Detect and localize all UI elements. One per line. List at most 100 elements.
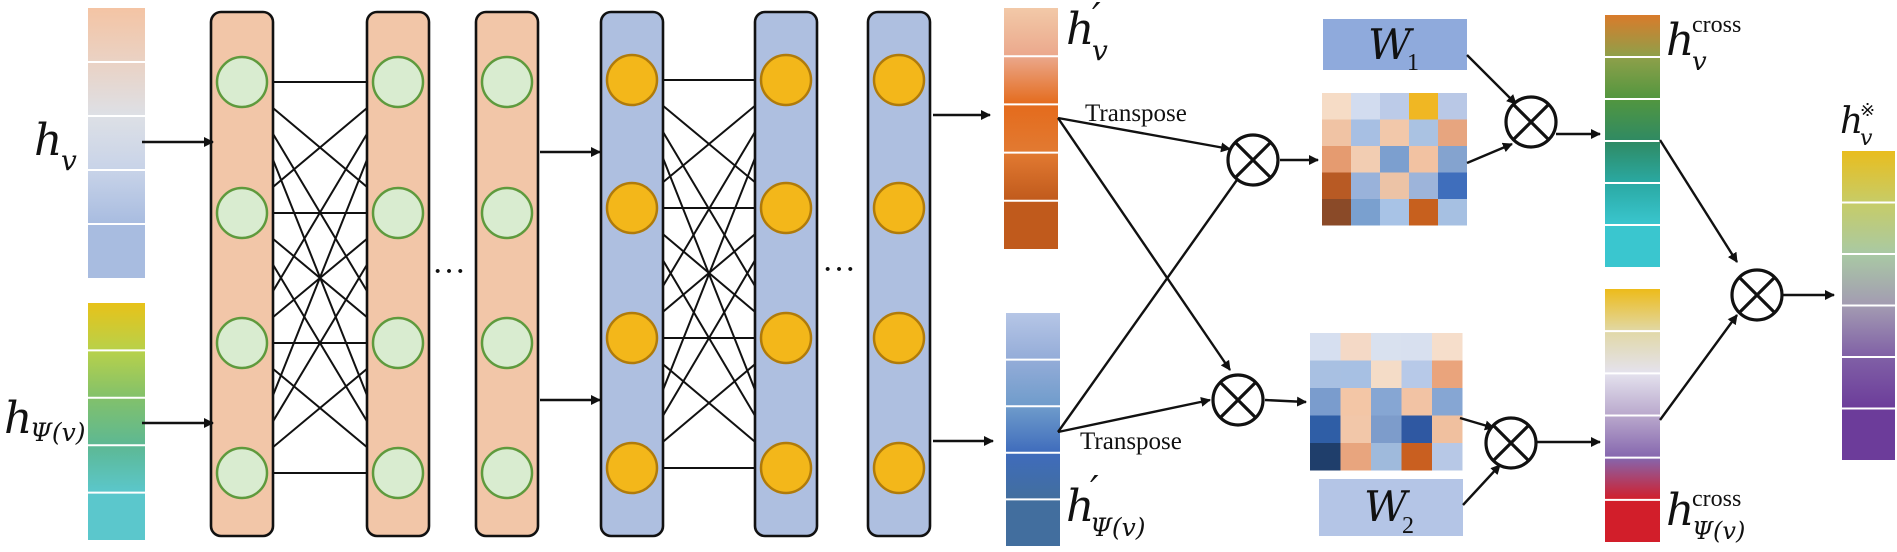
matrix-top-cell-1-2 (1380, 119, 1409, 146)
label-w2-base: W (1364, 482, 1411, 531)
arrow-w1-to-otimes (1466, 54, 1517, 105)
vector-h-psi-cross-cell-4 (1605, 415, 1660, 458)
arrow-hv-cross-to-final (1658, 139, 1739, 263)
vector-h-v-final-cell-1 (1842, 151, 1895, 203)
orange-layer-1-node-2 (215, 186, 269, 240)
matrix-top-cell-1-1 (1351, 119, 1380, 146)
w1-box (1323, 19, 1467, 70)
matrix-bottom-cell-4-0 (1310, 443, 1341, 471)
matrix-top-cell-0-3 (1409, 93, 1438, 120)
blue-layer-1 (599, 10, 665, 538)
label-h-v-final: h ※ v (1840, 100, 1875, 151)
blue-layer-3-node-3 (872, 311, 926, 365)
vector-h-psi-cross (1605, 289, 1660, 542)
vector-h-v-cross-cell-5 (1605, 183, 1660, 225)
orange-layer-3-node-3 (480, 316, 534, 370)
vector-h-v-prime-cell-2 (1004, 56, 1058, 105)
vector-h-v-prime-cell-1 (1004, 8, 1058, 57)
matrix-bottom-cell-4-2 (1371, 443, 1402, 471)
matrix-bottom-cell-4-1 (1340, 443, 1371, 471)
matrix-bottom-cell-0-1 (1340, 333, 1371, 361)
vector-h-v-prime (1004, 8, 1058, 249)
arrow-matrix-bottom-to-otimes (1459, 416, 1495, 431)
orange-layer-3 (474, 10, 540, 538)
vector-h-psi-prime (1006, 313, 1060, 546)
arrow-transpose-bottom (1057, 396, 1211, 434)
vector-h-psi-cross-cell-2 (1605, 331, 1660, 374)
blue-layer-1-node-3 (605, 311, 659, 365)
matrix-top-cell-2-0 (1322, 146, 1351, 173)
label-transpose-bottom: Transpose (1080, 428, 1182, 455)
vector-h-psi-cross-cell-6 (1605, 499, 1660, 542)
orange-layer-2-node-2 (371, 186, 425, 240)
vector-h-psi-prime-cell-4 (1006, 452, 1060, 500)
vector-h-psi-cross-cell-1 (1605, 289, 1660, 332)
matrix-top-cell-0-0 (1322, 93, 1351, 120)
matrix-top (1322, 93, 1467, 226)
vector-h-psi-cross-cell-3 (1605, 373, 1660, 416)
matrix-bottom-cell-3-0 (1310, 415, 1341, 443)
label-h-v-base: h (34, 115, 62, 166)
vector-h-v-cross-cell-3 (1605, 99, 1660, 141)
label-h-v-final-sup: ※ (1860, 100, 1875, 120)
label-h-v-prime: h ′ v (1066, 0, 1108, 67)
label-transpose-top: Transpose (1085, 100, 1187, 127)
label-w1-sub: 1 (1407, 50, 1419, 76)
label-h-psi-prime: h ′ Ψ(v) (1066, 468, 1146, 542)
arrow-bottom-otimes-to-matrix (1264, 396, 1307, 407)
label-h-v-prime-sub: v (1092, 34, 1108, 67)
matrix-bottom-cell-1-0 (1310, 360, 1341, 388)
blue-layer-1-node-4 (605, 441, 659, 495)
vector-h-v-final-cell-5 (1842, 357, 1895, 409)
vector-h-v-cell-2 (88, 62, 145, 116)
matrix-bottom-cell-0-3 (1401, 333, 1432, 361)
vector-h-psi-cell-1 (88, 303, 145, 351)
label-h-psi-prime-sub: Ψ(v) (1090, 513, 1146, 542)
blue-layer-2-node-1 (759, 53, 813, 107)
matrix-top-cell-1-4 (1438, 119, 1467, 146)
vector-h-v-prime-cell-4 (1004, 152, 1058, 201)
matrix-bottom-cell-2-1 (1340, 388, 1371, 416)
matrix-top-cell-4-4 (1438, 199, 1467, 226)
label-w2-sub: 2 (1402, 513, 1414, 539)
matrix-top-cell-4-3 (1409, 199, 1438, 226)
matrix-bottom-cell-3-3 (1401, 415, 1432, 443)
otimes-bottom-right-icon (1484, 416, 1538, 470)
orange-layer-2-node-1 (371, 55, 425, 109)
matrix-top-cell-0-2 (1380, 93, 1409, 120)
matrix-top-cell-0-4 (1438, 93, 1467, 120)
matrix-top-cell-3-0 (1322, 172, 1351, 199)
matrix-top-cell-3-2 (1380, 172, 1409, 199)
orange-layer-3-node-1 (480, 55, 534, 109)
vector-h-v-cell-1 (88, 8, 145, 62)
label-h-psi-prime-mark: ′ (1090, 468, 1099, 512)
network-layers (209, 10, 932, 538)
label-h-psi-base: h (4, 393, 32, 444)
interaction-matrices (1310, 93, 1467, 471)
label-h-v: h v (34, 115, 77, 177)
vector-h-psi-prime-cell-3 (1006, 406, 1060, 453)
arrow-hpsi-to-top-otimes (1057, 169, 1245, 433)
matrix-bottom-cell-1-1 (1340, 360, 1371, 388)
vector-h-v-final-cell-2 (1842, 202, 1895, 254)
vector-h-psi-prime-cell-5 (1006, 499, 1060, 546)
orange-layer-2-node-4 (371, 446, 425, 500)
label-w2: W 2 (1364, 482, 1414, 539)
matrix-bottom-cell-2-4 (1432, 388, 1463, 416)
blue-layer-2 (753, 10, 819, 538)
label-h-v-cross-base: h (1666, 15, 1694, 66)
vector-h-v-cross-cell-2 (1605, 57, 1660, 99)
vector-h-v-cell-4 (88, 170, 145, 224)
vector-h-v-final-cell-4 (1842, 305, 1895, 357)
label-h-v-cross: h cross v (1666, 12, 1741, 77)
arrow-matrix-top-to-otimes (1466, 142, 1513, 165)
matrix-bottom-cell-2-0 (1310, 388, 1341, 416)
vector-h-v (88, 8, 145, 278)
label-h-v-prime-base: h (1066, 4, 1094, 55)
orange-layer-3-node-4 (480, 446, 534, 500)
matrix-top-cell-3-4 (1438, 172, 1467, 199)
label-h-psi-prime-base: h (1066, 481, 1094, 532)
matrix-bottom-cell-2-2 (1371, 388, 1402, 416)
label-h-psi-cross-sup: cross (1692, 486, 1741, 512)
flow-arrows (142, 54, 1835, 506)
